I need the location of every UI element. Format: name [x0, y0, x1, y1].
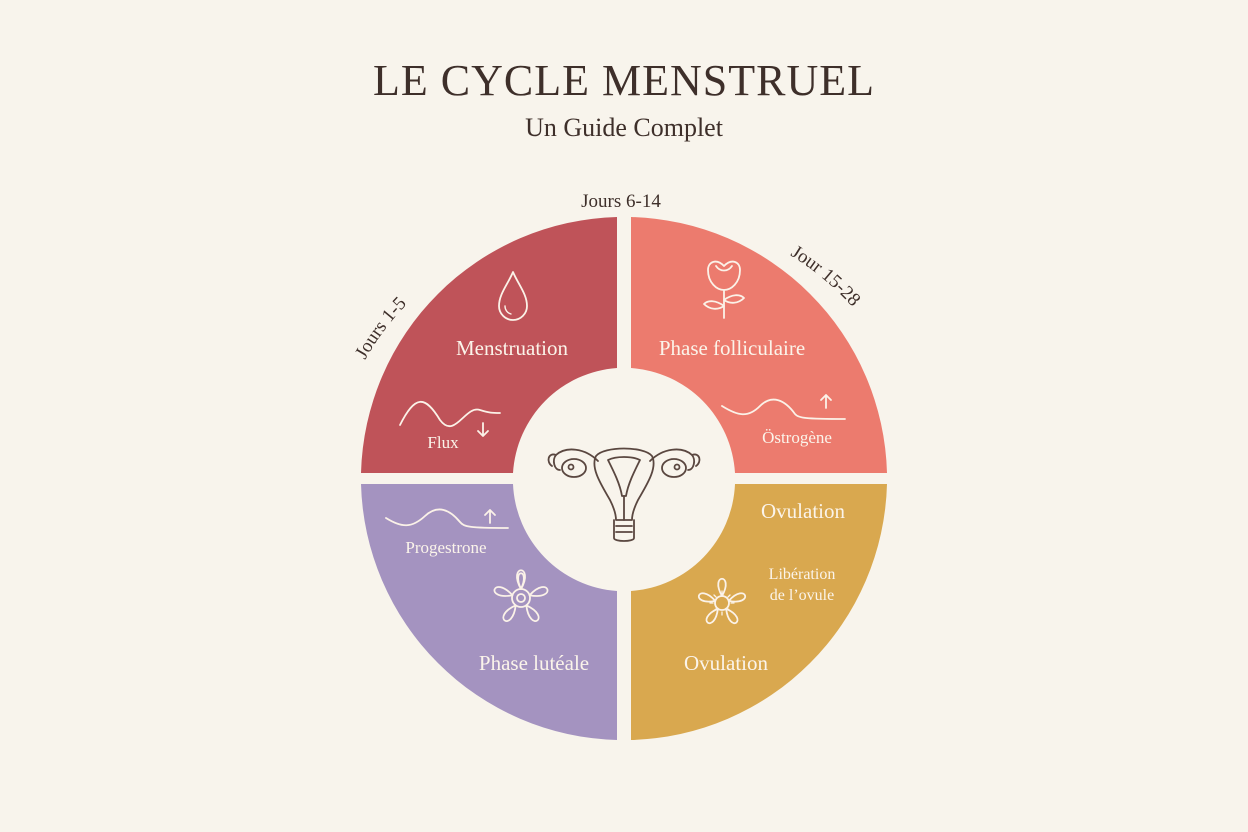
flux-wave-icon	[399, 401, 501, 428]
arrow-up-icon	[820, 394, 832, 409]
arrow-up-icon	[484, 509, 496, 524]
luteale-label: Phase lutéale	[479, 651, 589, 675]
flower-icon	[493, 569, 549, 622]
quadrant-ovulation	[631, 484, 887, 740]
ovulation-note-line2: de l’ovule	[770, 587, 834, 604]
ovulation-label: Ovulation	[684, 651, 768, 675]
flux-label: Flux	[427, 433, 459, 452]
drop-icon	[498, 271, 528, 321]
progesterone-wave-icon	[385, 508, 509, 529]
sun-flower-icon	[697, 578, 747, 624]
page-title: LE CYCLE MENSTRUEL	[373, 56, 875, 105]
estrogen-label: Östrogène	[762, 428, 832, 447]
folliculaire-label: Phase folliculaire	[659, 336, 805, 360]
day-label-top: Jours 6-14	[581, 191, 661, 212]
page-subtitle: Un Guide Complet	[525, 113, 723, 142]
tulip-icon	[703, 260, 745, 319]
quadrant-menstruation	[361, 217, 617, 473]
menstruation-label: Menstruation	[456, 336, 568, 360]
ovulation-header: Ovulation	[761, 499, 845, 523]
quadrant-folliculaire	[631, 217, 887, 473]
quadrant-luteale	[361, 484, 617, 740]
center-disc	[520, 376, 728, 584]
progesterone-label: Progestrone	[405, 538, 486, 557]
estrogen-wave-icon	[721, 398, 846, 420]
ovulation-note-line1: Libération	[769, 566, 836, 583]
uterus-icon	[547, 447, 701, 542]
arrow-down-icon	[477, 422, 489, 437]
